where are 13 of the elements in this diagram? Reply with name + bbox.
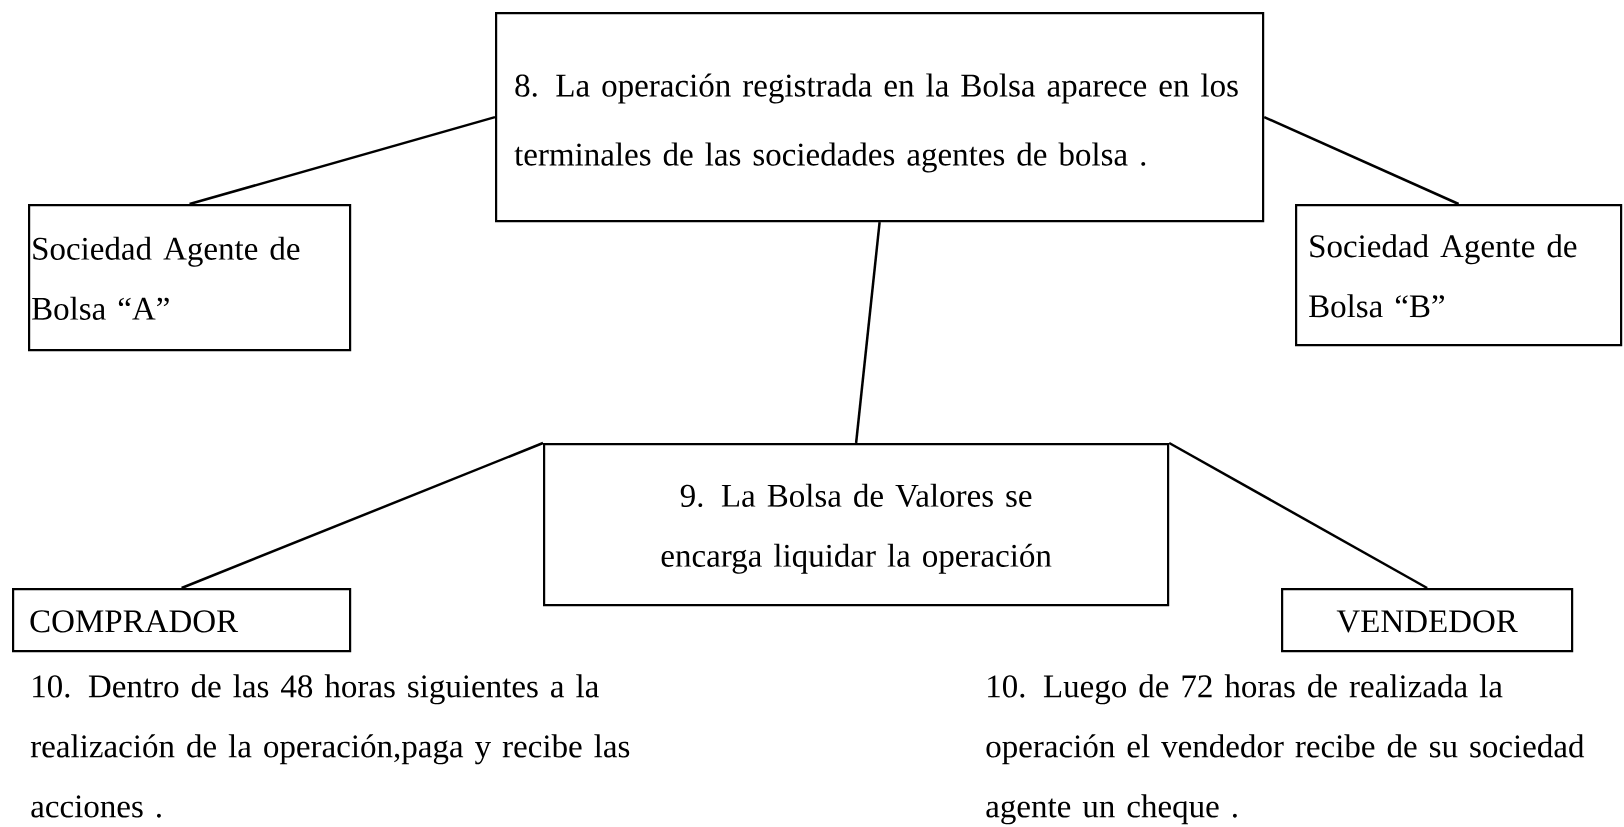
connector-line: [1168, 441, 1428, 590]
connector-line: [189, 115, 496, 206]
caption-text: 10. Luego de 72 horas de realizada la operación el vendedor recibe de su sociedad agente un cheque .: [986, 674, 1585, 825]
text-box: 9. La Bolsa de Valores se encarga liquidar la operación: [543, 443, 1170, 607]
text-box: Sociedad Agente de Bolsa “A”: [28, 204, 352, 352]
connector-line: [181, 441, 544, 590]
caption-text: 10. Dentro de las 48 horas siguientes a la realización de la operación,paga y recibe las acciones .: [30, 674, 630, 818]
connector-line: [1263, 115, 1460, 206]
text-box: VENDEDOR: [1281, 588, 1574, 653]
text-box: 8. La operación registrada en la Bolsa aparece en los terminales de las sociedades agentes de bolsa .: [495, 12, 1265, 223]
text-box: Sociedad Agente de Bolsa “B”: [1295, 204, 1623, 347]
connector-line: [854, 222, 881, 444]
text-box: COMPRADOR: [12, 588, 352, 653]
